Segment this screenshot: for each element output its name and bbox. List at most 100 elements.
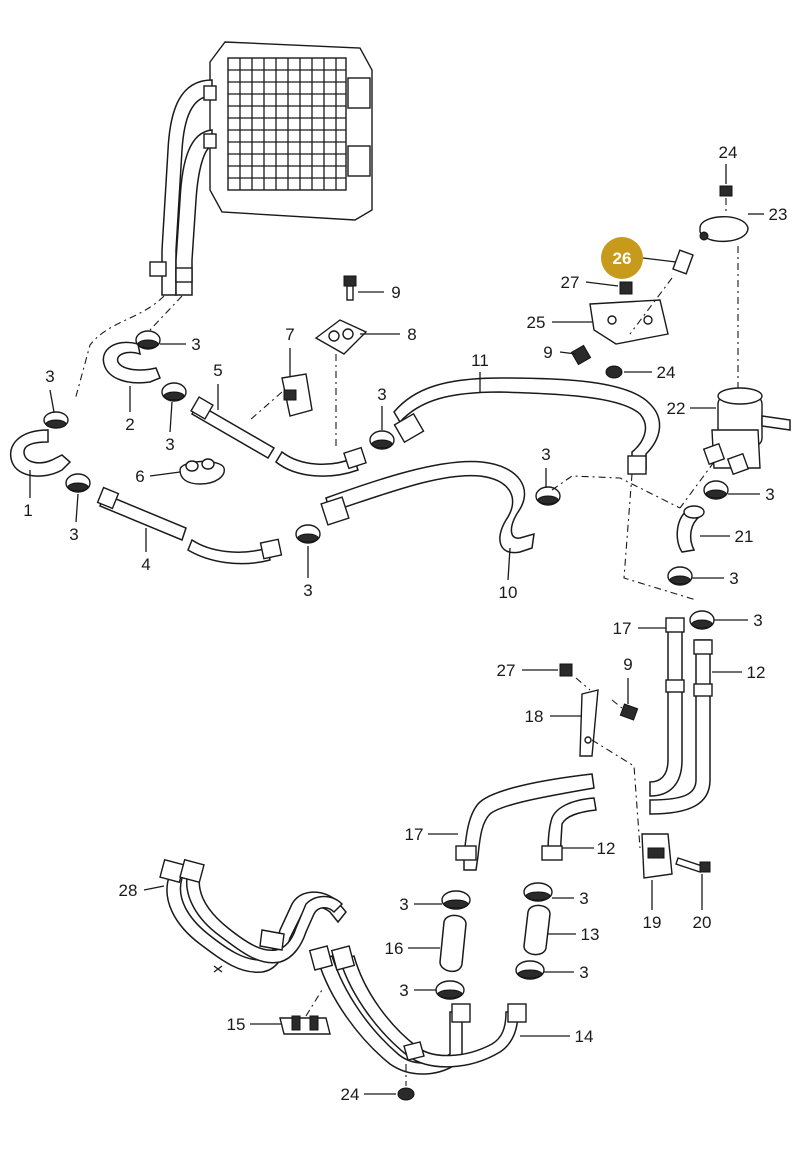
pipe-12-upper — [649, 639, 713, 815]
leader-line-c3d — [75, 493, 79, 523]
callout-label-c4[interactable]: 4 — [141, 555, 150, 574]
callout-label-c3k[interactable]: 3 — [399, 895, 408, 914]
callout-label-c27b[interactable]: 27 — [497, 661, 516, 680]
callout-label-c5[interactable]: 5 — [213, 361, 222, 380]
callout-label-c28[interactable]: 28 — [119, 881, 138, 900]
callout-label-c3c[interactable]: 3 — [165, 435, 174, 454]
callout-label-c9c[interactable]: 9 — [623, 655, 632, 674]
callout-label-c1[interactable]: 1 — [23, 501, 32, 520]
leader-line-c3c — [169, 401, 173, 433]
callout-label-c24b[interactable]: 24 — [657, 363, 676, 382]
callout-label-c13[interactable]: 13 — [581, 925, 600, 944]
callout-label-c10[interactable]: 10 — [499, 583, 518, 602]
callout-label-c24a[interactable]: 24 — [719, 143, 738, 162]
callout-label-c3j[interactable]: 3 — [753, 611, 762, 630]
pipe-17-upper — [649, 617, 685, 797]
callout-label-c9b[interactable]: 9 — [543, 343, 552, 362]
pipe-14 — [308, 945, 527, 1075]
leader-line-c6 — [149, 471, 181, 477]
clamp-pipe-12-top — [689, 610, 715, 630]
clamp-left-lower — [65, 473, 91, 493]
callout-label-c17b[interactable]: 17 — [405, 825, 424, 844]
callout-label-c3g[interactable]: 3 — [541, 445, 550, 464]
callout-label-c3h[interactable]: 3 — [765, 485, 774, 504]
callout-label-c21[interactable]: 21 — [735, 527, 754, 546]
callout-label-c19[interactable]: 19 — [643, 913, 662, 932]
hose-1 — [9, 429, 72, 477]
callout-label-c22[interactable]: 22 — [667, 399, 686, 418]
clip-19 — [641, 833, 673, 879]
callout-label-c9a[interactable]: 9 — [391, 283, 400, 302]
clamp-2-bottom — [161, 382, 187, 402]
nut-24-mid — [605, 365, 623, 379]
callout-label-c11[interactable]: 11 — [471, 351, 489, 370]
callout-label-c7[interactable]: 7 — [285, 325, 294, 344]
leader-line-c10 — [507, 547, 511, 581]
pipe-5 — [190, 396, 276, 460]
callout-label-c3a[interactable]: 3 — [45, 367, 54, 386]
hose-2 — [102, 341, 161, 384]
clip-7 — [249, 373, 313, 421]
callout-label-c17a[interactable]: 17 — [613, 619, 632, 638]
pipe-12-lower — [541, 797, 597, 861]
clamp-2-top — [135, 330, 161, 350]
clamp-13-top — [523, 882, 553, 902]
callout-label-c3m[interactable]: 3 — [579, 963, 588, 982]
clamp-16-bottom — [435, 980, 465, 1000]
aux-pump-22 — [702, 387, 791, 476]
clamp-22 — [703, 480, 729, 500]
highlight-label: 26 — [613, 249, 632, 268]
bracket-23 — [699, 216, 749, 243]
hose-11 — [393, 377, 661, 475]
grommet-6 — [179, 458, 225, 485]
screw-9-low — [619, 703, 639, 721]
pipe-17-lower — [455, 773, 595, 871]
callout-label-c3f[interactable]: 3 — [303, 581, 312, 600]
callout-label-c14[interactable]: 14 — [575, 1027, 594, 1046]
callout-label-c27a[interactable]: 27 — [561, 273, 580, 292]
nut-24-bottom — [397, 1087, 415, 1101]
callout-label-c3d[interactable]: 3 — [69, 525, 78, 544]
screw-9-mid — [570, 344, 592, 366]
gasket-8 — [314, 319, 368, 355]
callout-label-c8[interactable]: 8 — [407, 325, 416, 344]
callout-label-c3n[interactable]: 3 — [399, 981, 408, 1000]
callout-label-c3i[interactable]: 3 — [729, 569, 738, 588]
bracket-18 — [579, 689, 599, 757]
callout-label-c15[interactable]: 15 — [227, 1015, 246, 1034]
leader-line-c28 — [143, 885, 165, 891]
clamp-16-top — [441, 890, 471, 910]
callout-label-c25[interactable]: 25 — [527, 313, 546, 332]
callout-label-c20[interactable]: 20 — [693, 913, 712, 932]
leader-line-c9b — [559, 351, 577, 355]
callout-label-c6[interactable]: 6 — [135, 467, 144, 486]
callout-label-c12b[interactable]: 12 — [597, 839, 616, 858]
bracket-25 — [589, 299, 669, 345]
clip-15 — [279, 1015, 331, 1035]
callout-label-c3b[interactable]: 3 — [191, 335, 200, 354]
callout-label-c2[interactable]: 2 — [125, 415, 134, 434]
callout-label-c3l[interactable]: 3 — [579, 889, 588, 908]
nut-27-top — [619, 281, 633, 295]
nut-27-mid — [559, 663, 573, 677]
hose-21 — [676, 505, 705, 553]
clamp-11 — [369, 430, 395, 450]
callout-label-c12a[interactable]: 12 — [747, 663, 766, 682]
hose-16 — [439, 914, 467, 973]
screw-20 — [675, 857, 711, 873]
clamp-10-left — [295, 524, 321, 544]
callout-label-c23[interactable]: 23 — [769, 205, 788, 224]
highlight-badge-26[interactable]: 26 — [601, 237, 643, 279]
hose-5-ext — [275, 446, 367, 477]
callout-label-c18[interactable]: 18 — [525, 707, 544, 726]
heater-core — [209, 41, 373, 221]
screw-9-top — [343, 275, 357, 301]
leader-line-c27a — [585, 281, 619, 287]
nut-24-top — [719, 185, 733, 197]
callout-label-c16[interactable]: 16 — [385, 939, 404, 958]
callout-label-c3e[interactable]: 3 — [377, 385, 386, 404]
hose-10 — [320, 460, 535, 554]
pipe-28 — [159, 858, 347, 973]
callout-label-c24c[interactable]: 24 — [341, 1085, 360, 1104]
